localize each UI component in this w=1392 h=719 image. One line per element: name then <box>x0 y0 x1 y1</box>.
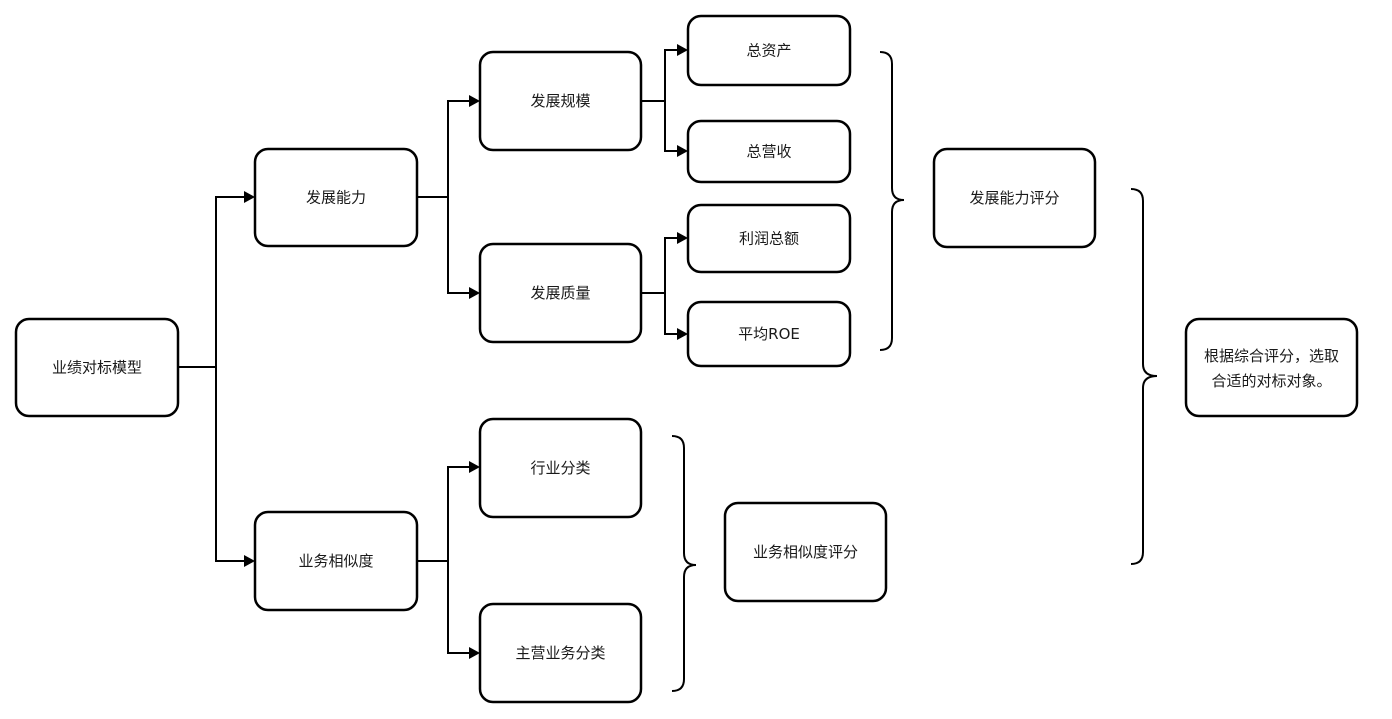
node-dev-ability[interactable]: 发展能力 <box>253 147 419 248</box>
arrowhead-total-revenue <box>677 145 688 157</box>
node-biz-similarity-label: 业务相似度 <box>298 552 373 570</box>
arrowhead-biz-similarity <box>244 555 255 567</box>
node-total-revenue-label: 总营收 <box>746 143 791 161</box>
connector-scale-to-revenue <box>664 101 677 152</box>
arrowhead-total-profit <box>677 232 688 244</box>
node-dev-score[interactable]: 发展能力评分 <box>932 147 1097 249</box>
brace-biz-metrics <box>671 435 697 692</box>
connector-root-to-biz-similarity <box>215 367 244 562</box>
node-avg-roe-label: 平均ROE <box>738 325 800 343</box>
node-total-profit[interactable]: 利润总额 <box>686 203 852 274</box>
connector-quality-to-roe <box>664 293 677 335</box>
arrowhead-dev-quality <box>469 287 480 299</box>
connectors <box>178 44 688 659</box>
connector-root-to-dev-ability <box>215 196 244 367</box>
node-biz-similarity[interactable]: 业务相似度 <box>253 510 419 612</box>
arrowhead-industry <box>469 461 480 473</box>
connector-biz-to-main-business <box>447 561 469 654</box>
node-industry-label: 行业分类 <box>530 459 590 477</box>
node-root[interactable]: 业绩对标模型 <box>14 317 180 418</box>
arrowhead-total-assets <box>677 44 688 56</box>
node-total-revenue[interactable]: 总营收 <box>686 119 852 184</box>
node-conclusion-line1: 根据综合评分，选取 <box>1204 347 1339 365</box>
node-root-label: 业绩对标模型 <box>52 359 142 377</box>
node-total-assets-label: 总资产 <box>746 42 791 60</box>
arrowhead-dev-ability <box>244 191 255 203</box>
node-dev-scale-label: 发展规模 <box>530 92 590 110</box>
braces <box>671 51 1158 692</box>
node-similarity-score-label: 业务相似度评分 <box>753 543 858 561</box>
node-conclusion[interactable]: 根据综合评分，选取 合适的对标对象。 <box>1184 317 1359 418</box>
brace-dev-metrics <box>879 51 905 351</box>
node-total-profit-label: 利润总额 <box>739 230 799 248</box>
node-main-business[interactable]: 主营业务分类 <box>478 602 643 704</box>
node-dev-quality-label: 发展质量 <box>530 284 590 302</box>
node-conclusion-line2: 合适的对标对象。 <box>1211 372 1331 390</box>
node-similarity-score[interactable]: 业务相似度评分 <box>723 501 888 603</box>
connector-dev-ability-to-quality <box>447 197 469 294</box>
node-avg-roe[interactable]: 平均ROE <box>686 300 852 368</box>
node-dev-scale[interactable]: 发展规模 <box>478 50 643 152</box>
node-total-assets[interactable]: 总资产 <box>686 14 852 87</box>
node-main-business-label: 主营业务分类 <box>515 644 605 662</box>
node-industry[interactable]: 行业分类 <box>478 417 643 519</box>
node-dev-ability-label: 发展能力 <box>306 189 366 207</box>
connector-quality-to-profit <box>664 237 677 293</box>
arrowhead-dev-scale <box>469 95 480 107</box>
connector-biz-to-industry <box>447 466 469 561</box>
node-dev-quality[interactable]: 发展质量 <box>478 242 643 344</box>
arrowhead-main-business <box>469 647 480 659</box>
connector-dev-ability-to-scale <box>447 100 469 197</box>
brace-overall-score <box>1130 188 1158 565</box>
arrowhead-avg-roe <box>677 328 688 340</box>
connector-scale-to-assets <box>664 49 677 101</box>
node-dev-score-label: 发展能力评分 <box>969 189 1059 207</box>
